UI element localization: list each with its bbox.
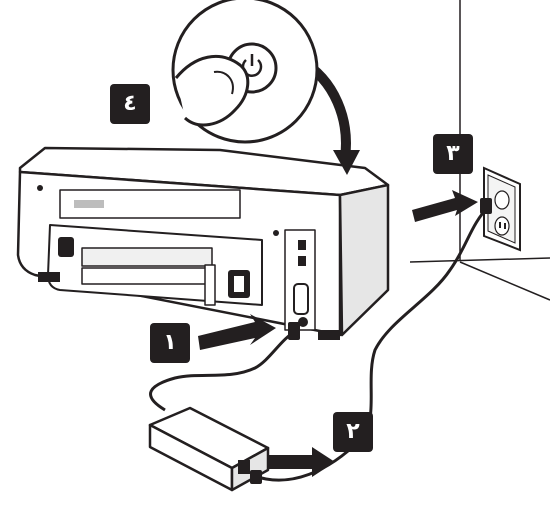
power-adapter-socket	[238, 460, 250, 474]
step-badge-3: ٣	[433, 134, 473, 174]
wall-corner	[410, 0, 550, 300]
printer	[18, 148, 388, 340]
printer-side-face	[340, 185, 388, 335]
step-badge-1: ١	[150, 323, 190, 363]
step-badge-4: ٤	[110, 84, 150, 124]
step-badge-2: ٢	[333, 412, 373, 452]
